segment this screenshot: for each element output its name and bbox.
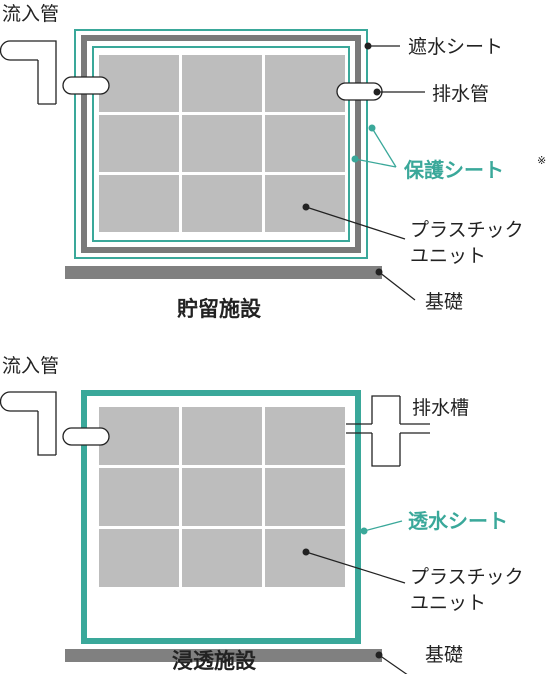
- storage-inlet-label: 流入管: [2, 3, 59, 25]
- storage-protection-note-mark: ※: [537, 154, 546, 167]
- unit-cell: [182, 407, 262, 465]
- unit-cell: [265, 529, 345, 587]
- storage-unit-label-line1: プラスチック: [410, 219, 524, 241]
- infiltration-caption: 浸透施設: [172, 649, 257, 673]
- infiltration-plastic-unit-grid: [99, 407, 345, 587]
- unit-cell: [182, 529, 262, 587]
- unit-cell: [99, 55, 179, 112]
- storage-unit-label-line2: ユニット: [410, 245, 486, 267]
- infiltration-drain-tank-label: 排水槽: [412, 397, 469, 419]
- infiltration-facility-diagram: 流入管 排水槽 透水シート プラスチック ユニット 基礎 浸透施設: [0, 355, 524, 674]
- infiltration-foundation-label: 基礎: [425, 644, 463, 666]
- storage-outer-protection-sheet: [74, 29, 368, 259]
- unit-cell: [182, 468, 262, 526]
- unit-cell: [182, 115, 262, 172]
- infiltration-inlet-label: 流入管: [2, 355, 59, 377]
- unit-cell: [265, 407, 345, 465]
- storage-caption: 貯留施設: [177, 297, 262, 321]
- storage-foundation-label: 基礎: [425, 291, 463, 313]
- storage-outlet-label: 排水管: [432, 83, 489, 105]
- unit-cell: [182, 55, 262, 112]
- storage-waterproof-sheet: [81, 35, 361, 253]
- infiltration-inlet-pipe: [0, 391, 110, 456]
- infiltration-permeable-sheet: [81, 390, 361, 644]
- infiltration-leader-lines: [302, 520, 408, 674]
- storage-waterproof-sheet-label: 遮水シート: [408, 36, 503, 58]
- storage-facility-diagram: 流入管 遮水シート 排水管 保護シート ※ プラスチック ユニット 基礎 貯留施…: [0, 3, 546, 321]
- storage-protection-sheet-label: 保護シート: [403, 158, 504, 182]
- infiltration-drain-tank: [346, 395, 430, 467]
- unit-cell: [265, 175, 345, 232]
- infiltration-permeable-sheet-label: 透水シート: [408, 509, 508, 533]
- storage-plastic-unit-grid: [99, 55, 345, 232]
- unit-cell: [99, 468, 179, 526]
- storage-leader-lines: [302, 42, 425, 301]
- unit-cell: [265, 468, 345, 526]
- unit-cell: [182, 175, 262, 232]
- infiltration-unit-label-line1: プラスチック: [410, 566, 524, 588]
- unit-cell: [99, 175, 179, 232]
- infiltration-foundation: [65, 649, 382, 662]
- unit-cell: [99, 115, 179, 172]
- storage-foundation: [65, 266, 382, 279]
- unit-cell: [265, 115, 345, 172]
- unit-cell: [265, 55, 345, 112]
- storage-inner-protection-sheet: [92, 46, 350, 242]
- storage-inlet-pipe: [0, 40, 110, 105]
- unit-cell: [99, 529, 179, 587]
- unit-cell: [99, 407, 179, 465]
- infiltration-unit-label-line2: ユニット: [410, 592, 486, 614]
